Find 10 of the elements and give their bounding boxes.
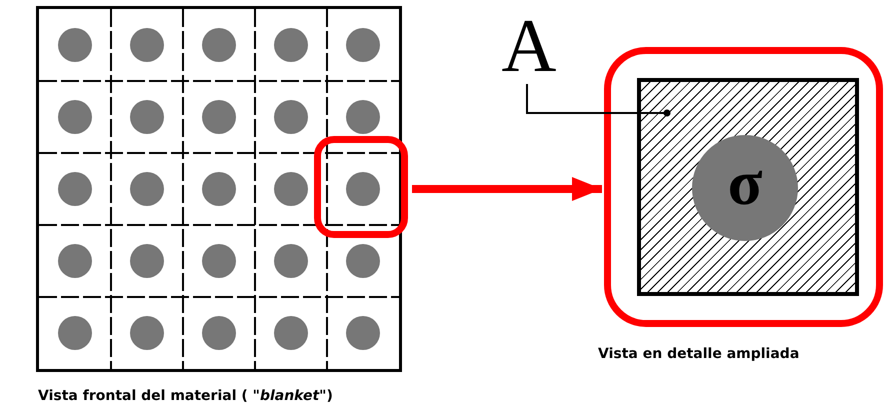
detail-frame — [604, 47, 883, 327]
arrow — [412, 177, 602, 201]
view-caption: Vista frontal del material ( "blanket") — [38, 388, 333, 404]
fiber-disc — [692, 135, 798, 241]
highlight-outline — [314, 136, 408, 238]
area-letter: A — [502, 8, 556, 84]
view-caption: Vista en detalle ampliada — [598, 346, 800, 362]
stress-symbol: σ — [728, 151, 762, 215]
leader-line — [526, 84, 670, 116]
hatched-cell — [637, 78, 859, 296]
